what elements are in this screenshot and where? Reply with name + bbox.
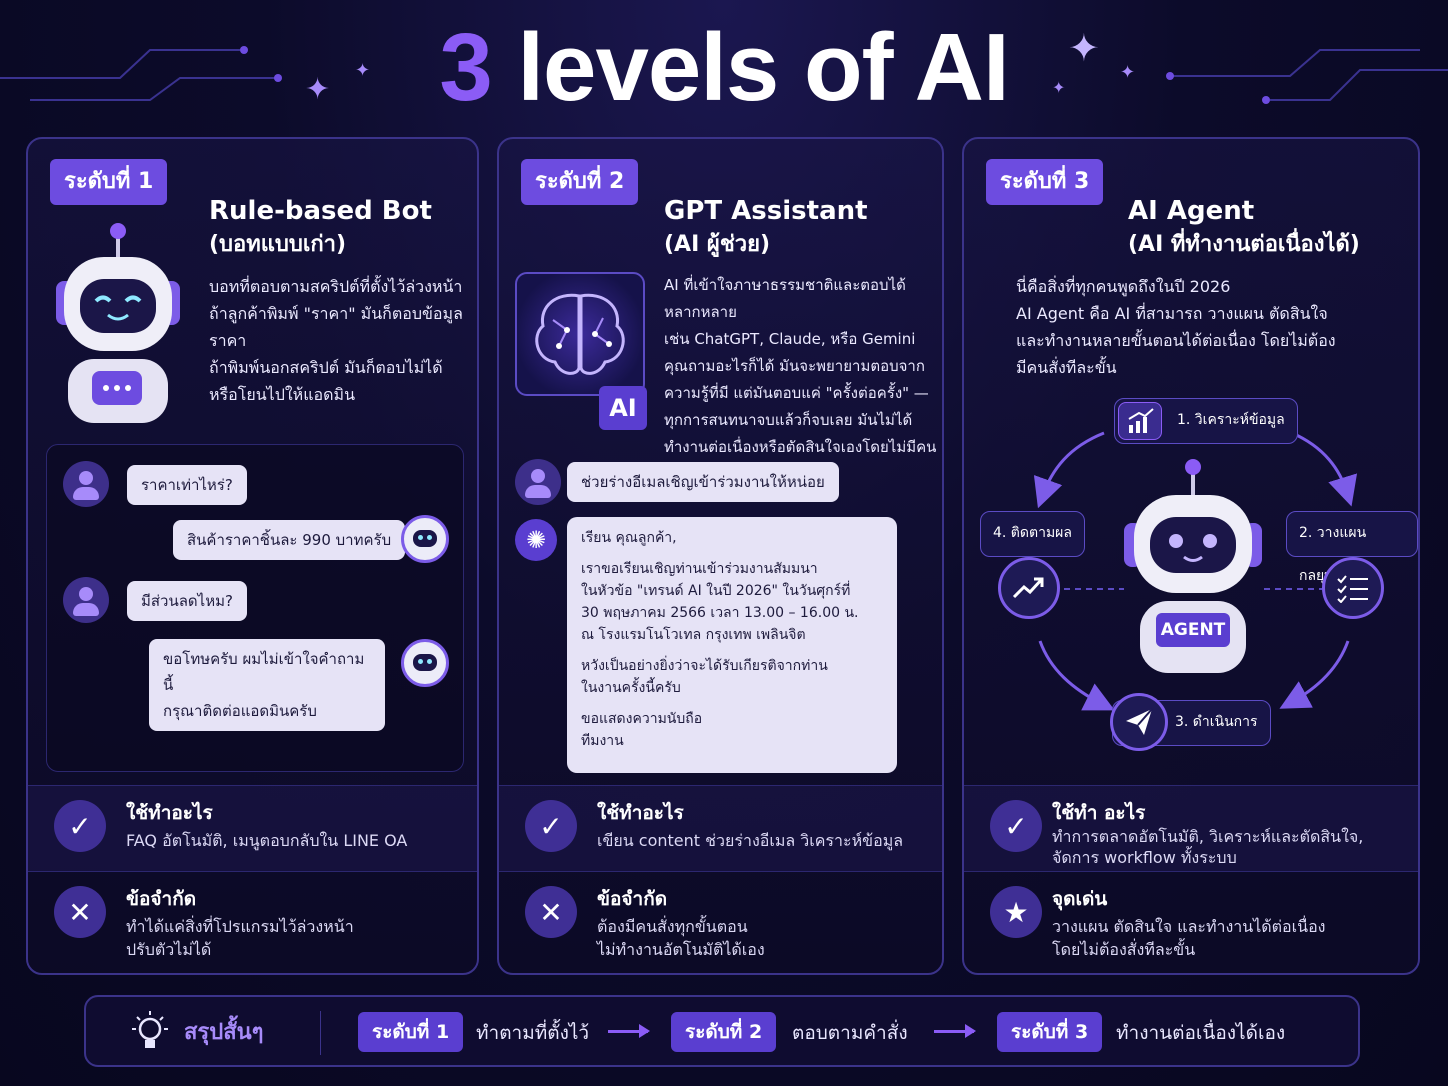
- summary-text: ทำงานต่อเนื่องได้เอง: [1116, 1022, 1286, 1044]
- level-badge: ระดับที่ 2: [521, 159, 639, 205]
- trend-icon: [998, 557, 1060, 619]
- summary-level-badge: ระดับที่ 2: [671, 1012, 777, 1052]
- summary-text: ทำตามที่ตั้งไว้: [476, 1022, 590, 1044]
- use-case-row: ✓ ใช้ทำอะไร FAQ อัตโนมัติ, เมนูตอบกลับใน…: [28, 785, 477, 871]
- summary-label: สรุปสั้นๆ: [184, 1020, 264, 1045]
- chatgpt-icon: ✺: [515, 519, 557, 561]
- user-avatar: [63, 577, 109, 623]
- divider: [320, 1011, 321, 1055]
- level-badge: ระดับที่ 1: [50, 159, 168, 205]
- sparkle-icon: ✦: [1120, 62, 1136, 83]
- chart-icon: [1118, 402, 1162, 440]
- level-description: บอทที่ตอบตามสคริปต์ที่ตั้งไว้ล่วงหน้า ถ้…: [209, 277, 463, 404]
- arrow-right-icon: [934, 1024, 976, 1038]
- level-subtitle: (บอทแบบเก่า): [209, 232, 347, 257]
- check-icon: ✓: [54, 800, 106, 852]
- bot-avatar: [401, 639, 449, 687]
- agent-label: AGENT: [1156, 613, 1230, 647]
- limitation-row: ✕ ข้อจำกัด ต้องมีคนสั่งทุกขั้นตอนไม่ทำงา…: [499, 871, 942, 959]
- checklist-icon: [1322, 557, 1384, 619]
- star-icon: ★: [990, 886, 1042, 938]
- step-plan: 2. วางแผนกลยุทธ์: [1286, 511, 1418, 584]
- highlight-row: ★ จุดเด่น วางแผน ตัดสินใจ และทำงานได้ต่อ…: [964, 871, 1418, 959]
- use-case-row: ✓ ใช้ทำ อะไร ทำการตลาดอัตโนมัติ, วิเคราะ…: [964, 785, 1418, 871]
- level-1-card: ระดับที่ 1 Rule-based Bot (บอทแบบเก่า) บ…: [26, 137, 479, 975]
- chat-bubble-user: มีส่วนลดไหม?: [127, 581, 247, 621]
- summary-text: ตอบตามคำสั่ง: [792, 1022, 908, 1044]
- email-draft: เรียน คุณลูกค้า, เราขอเรียนเชิญท่านเข้าร…: [567, 517, 897, 773]
- summary-level-badge: ระดับที่ 3: [997, 1012, 1103, 1052]
- level-title: Rule-based Bot: [209, 196, 432, 226]
- circuit-decoration-right: [1166, 49, 1448, 104]
- page-title: 3 levels of AI: [439, 14, 1009, 121]
- sparkle-icon: ✦: [305, 72, 331, 107]
- level-badge: ระดับที่ 3: [986, 159, 1104, 205]
- brain-icon: [515, 272, 645, 396]
- level-title: GPT Assistant: [664, 196, 868, 226]
- level-2-card: ระดับที่ 2 GPT Assistant (AI ผู้ช่วย) AI…: [497, 137, 944, 975]
- x-icon: ✕: [54, 886, 106, 938]
- user-avatar: [63, 461, 109, 507]
- level-description: AI ที่เข้าใจภาษาธรรมชาติและตอบได้หลากหลา…: [664, 276, 937, 483]
- circuit-decoration-left: [0, 46, 282, 101]
- summary-bar: สรุปสั้นๆ ระดับที่ 1 ทำตามที่ตั้งไว้ ระด…: [84, 995, 1360, 1067]
- bot-avatar: [401, 515, 449, 563]
- lightbulb-icon: [126, 1009, 174, 1057]
- check-icon: ✓: [990, 800, 1042, 852]
- x-icon: ✕: [525, 886, 577, 938]
- level-subtitle: (AI ผู้ช่วย): [664, 232, 771, 257]
- robot-icon: [56, 223, 180, 423]
- check-icon: ✓: [525, 800, 577, 852]
- sparkle-icon: ✦: [1052, 78, 1066, 97]
- chat-demo: ราคาเท่าไหร่? สินค้าราคาชิ้นละ 990 บาทคร…: [46, 444, 464, 772]
- chat-bubble-user: ราคาเท่าไหร่?: [127, 465, 247, 505]
- prompt-bubble: ช่วยร่างอีเมลเชิญเข้าร่วมงานให้หน่อย: [567, 462, 839, 502]
- summary-level-badge: ระดับที่ 1: [358, 1012, 464, 1052]
- use-case-row: ✓ ใช้ทำอะไร เขียน content ช่วยร่างอีเมล …: [499, 785, 942, 871]
- ai-label: AI: [599, 386, 647, 430]
- user-avatar: [515, 459, 561, 505]
- chat-bubble-bot: สินค้าราคาชิ้นละ 990 บาทครับ: [173, 520, 406, 560]
- step-track: 4. ติดตามผล: [980, 511, 1085, 557]
- cycle-arrows: [1033, 431, 1358, 711]
- sparkle-icon: ✦: [1068, 26, 1100, 70]
- level-description: นี่คือสิ่งที่ทุกคนพูดถึงในปี 2026 AI Age…: [1016, 277, 1336, 377]
- level-title: AI Agent: [1128, 196, 1255, 226]
- level-3-card: ระดับที่ 3 AI Agent (AI ที่ทำงานต่อเนื่อ…: [962, 137, 1420, 975]
- level-subtitle: (AI ที่ทำงานต่อเนื่องได้): [1128, 232, 1360, 257]
- limitation-row: ✕ ข้อจำกัด ทำได้แค่สิ่งที่โปรแกรมไว้ล่วง…: [28, 871, 477, 959]
- sparkle-icon: ✦: [355, 60, 371, 81]
- arrow-right-icon: [608, 1024, 650, 1038]
- chat-bubble-bot: ขอโทษครับ ผมไม่เข้าใจคำถามนี้ กรุณาติดต่…: [149, 639, 385, 731]
- send-icon: [1110, 693, 1168, 751]
